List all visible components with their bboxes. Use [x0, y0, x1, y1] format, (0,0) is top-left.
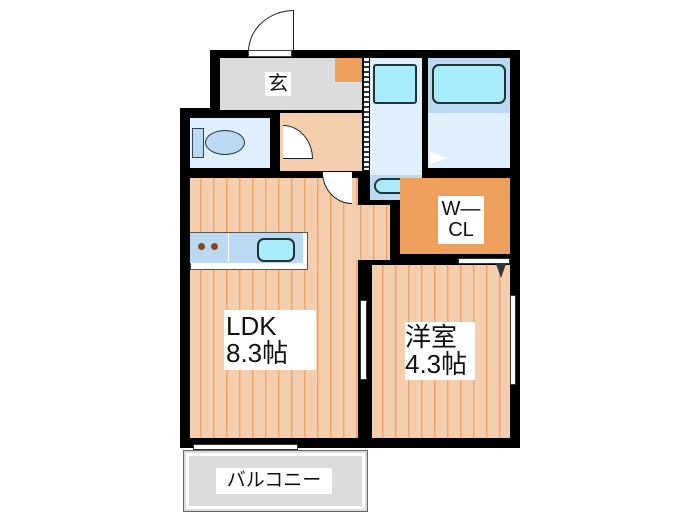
ldk-label-size: 8.3帖 [226, 338, 289, 368]
door-opening [248, 50, 292, 57]
bathtub [432, 64, 506, 104]
interior-door [360, 300, 367, 380]
burner-icon [211, 243, 218, 250]
ldk-room [190, 178, 358, 438]
western-room-label-name: 洋室 [405, 321, 458, 352]
toilet-tank [192, 128, 204, 158]
entrance-label: 玄 [265, 72, 291, 96]
balcony-window [193, 444, 298, 450]
shoe-cabinet [335, 58, 362, 82]
ldk-label: LDK 8.3帖 [224, 310, 316, 370]
burner-icon [198, 243, 205, 250]
western-room-label-size: 4.3帖 [405, 349, 468, 379]
washbasin [373, 64, 417, 104]
sliding-door [364, 58, 369, 170]
stove [190, 233, 228, 263]
window [510, 295, 516, 385]
toilet-bowl [205, 130, 245, 155]
balcony-label: バルコニー [216, 468, 332, 494]
bath-door-marker [430, 152, 448, 164]
ldk-extension [350, 205, 390, 260]
closet-door [458, 258, 510, 264]
western-room-label: 洋室 4.3帖 [405, 322, 475, 380]
ldk-label-name: LDK [226, 310, 277, 341]
wcl-label-line2: CL [448, 219, 474, 241]
front-door [248, 10, 294, 52]
wcl-label-line1: W— [441, 198, 481, 220]
sink [257, 238, 295, 262]
door-marker [496, 264, 506, 278]
wcl-label: W— CL [438, 196, 484, 244]
